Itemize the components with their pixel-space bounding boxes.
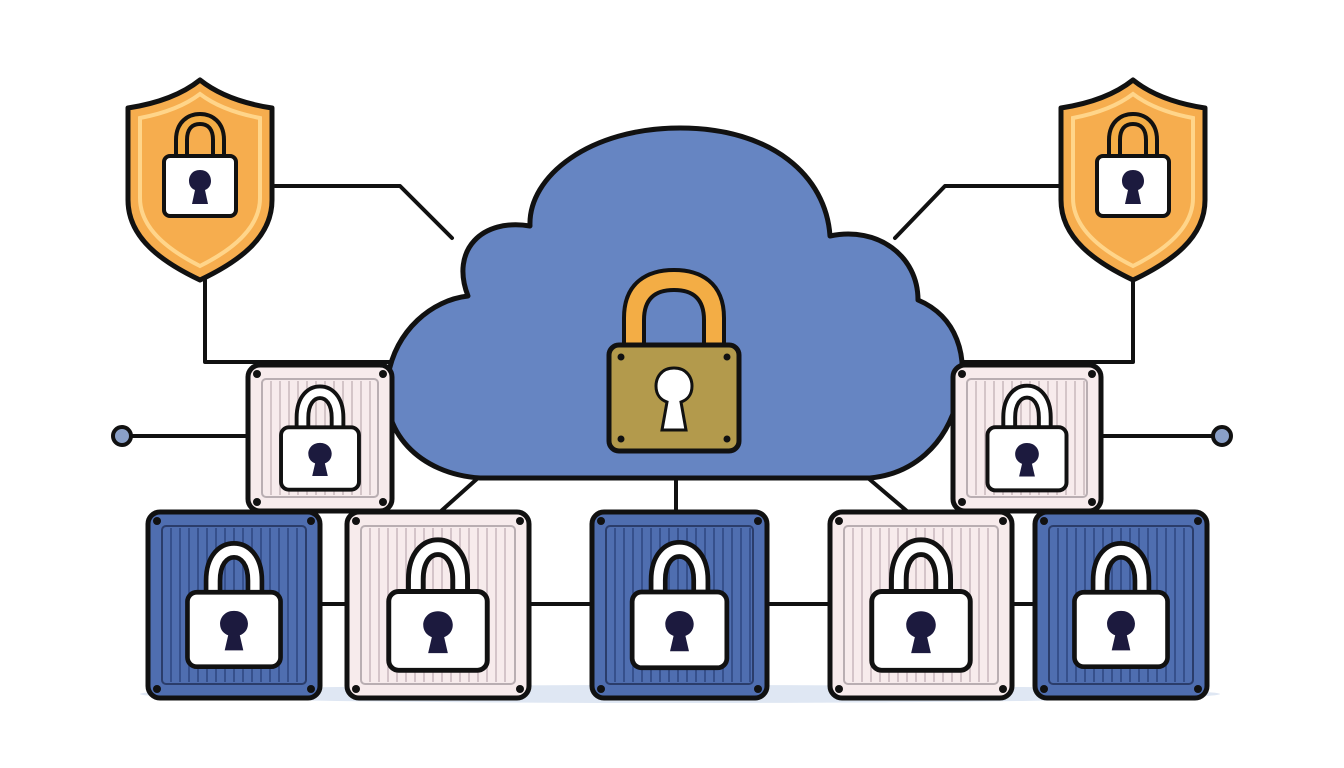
locked-server-block-icon-upper-left bbox=[245, 362, 395, 514]
locked-server-block-icon-bottom-4 bbox=[827, 509, 1015, 701]
connector-left-shield-to-cloud bbox=[273, 184, 454, 240]
cloud-icon bbox=[384, 125, 965, 481]
locked-server-block-icon-bottom-3 bbox=[589, 509, 770, 701]
padlock-icon bbox=[606, 268, 742, 454]
locked-server-block-icon-bottom-2 bbox=[344, 509, 532, 701]
connector-cloud-to-node-4 bbox=[866, 476, 910, 514]
endpoint-dot-left bbox=[111, 425, 133, 447]
connector-left-shield-down bbox=[203, 278, 422, 364]
locked-server-block-icon-upper-right bbox=[950, 362, 1104, 514]
locked-server-block-icon-bottom-5 bbox=[1032, 509, 1210, 701]
connector-cloud-to-node-2 bbox=[438, 476, 480, 514]
endpoint-dot-right bbox=[1211, 425, 1233, 447]
shield-lock-icon-left bbox=[128, 80, 272, 280]
connector-right-shield-to-cloud bbox=[893, 184, 1064, 240]
shield-lock-icon-right bbox=[1061, 80, 1205, 280]
locked-server-block-icon-bottom-1 bbox=[145, 509, 323, 701]
connector-right-shield-down bbox=[953, 278, 1135, 364]
